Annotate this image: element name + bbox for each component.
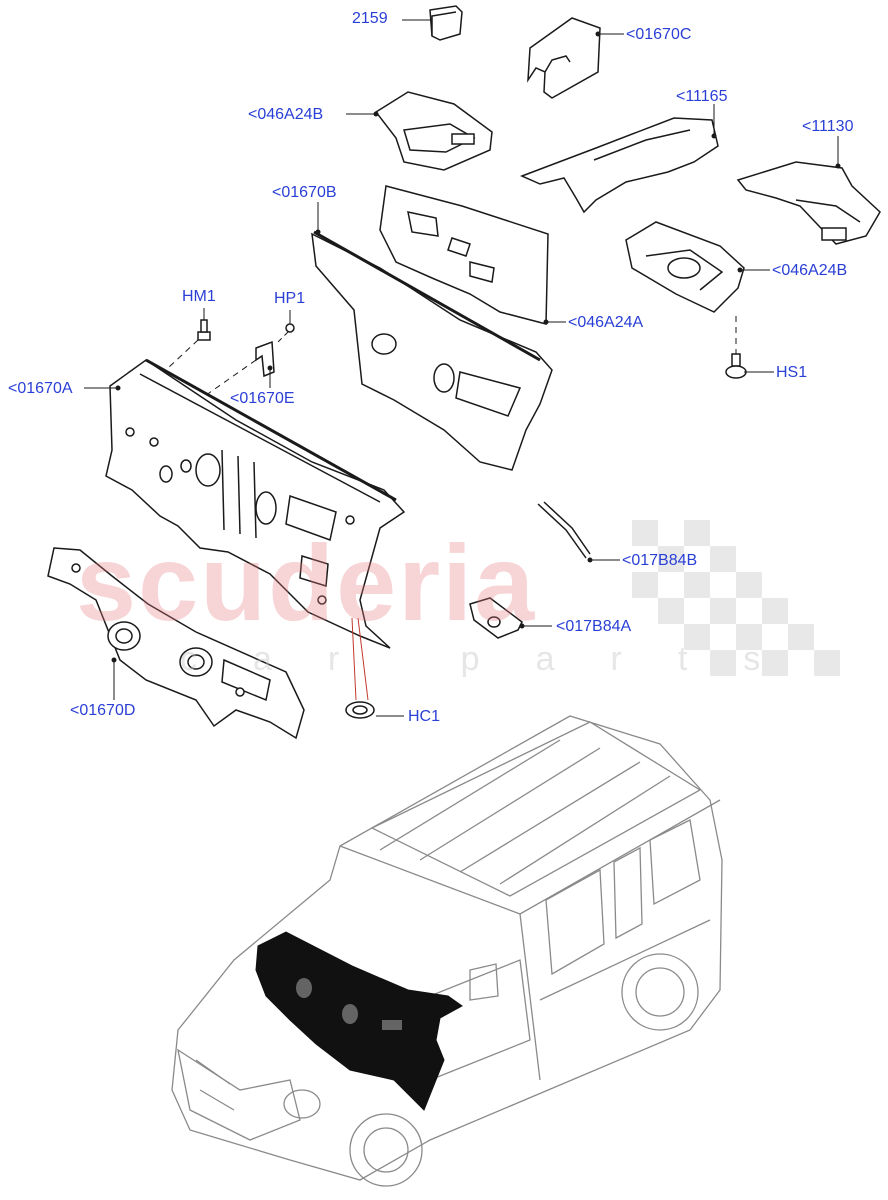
vehicle-illustration [171, 715, 723, 1187]
part-01670D-insulator[interactable] [47, 547, 305, 740]
part-2159-cap[interactable] [429, 5, 463, 41]
callout-HP1[interactable]: HP1 [274, 290, 306, 307]
part-017B84B-seal[interactable] [537, 501, 591, 559]
part-HC1-grommet[interactable] [345, 701, 375, 719]
callout-01670A[interactable]: <01670A [8, 380, 73, 397]
part-01670A-bulkhead[interactable] [105, 358, 406, 649]
part-01670C-insulator[interactable] [527, 17, 601, 99]
part-017B84A-bracket[interactable] [469, 597, 523, 639]
callout-01670E[interactable]: <01670E [230, 390, 295, 407]
part-01670B-dash-insulator[interactable] [311, 230, 553, 471]
watermark-brand: scuderia [76, 522, 537, 643]
callout-11165[interactable]: <11165 [676, 88, 728, 105]
callout-017B84B[interactable]: <017B84B [622, 552, 698, 569]
callout-2159[interactable]: 2159 [352, 10, 388, 27]
callout-HC1[interactable]: HC1 [408, 708, 441, 725]
callout-01670B[interactable]: <01670B [272, 184, 337, 201]
vehicle-highlighted-bulkhead [255, 931, 463, 1111]
part-046A24B-right-box[interactable] [625, 221, 745, 313]
callout-HS1[interactable]: HS1 [776, 364, 808, 381]
part-11130-bracket[interactable] [736, 161, 881, 245]
callout-11130[interactable]: <11130 [802, 118, 854, 135]
part-HP1-clip[interactable] [285, 323, 295, 333]
part-HM1-bolt[interactable] [197, 319, 211, 341]
watermark-checker-flag [632, 520, 840, 676]
callout-01670D[interactable]: <01670D [70, 702, 136, 719]
callout-046A24A[interactable]: <046A24A [568, 314, 644, 331]
callout-01670C[interactable]: <01670C [626, 26, 692, 43]
callout-046A24B-right[interactable]: <046A24B [772, 262, 848, 279]
callout-046A24B-top[interactable]: <046A24B [248, 106, 324, 123]
watermark-tagline: car parts [180, 640, 817, 678]
callout-017B84A[interactable]: <017B84A [556, 618, 632, 635]
part-046A24B-bracket[interactable] [374, 91, 493, 171]
part-046A24A-pad[interactable] [379, 185, 549, 325]
callout-HM1[interactable]: HM1 [182, 288, 216, 305]
part-HS1-fastener[interactable] [725, 353, 747, 379]
part-01670E-clip[interactable] [255, 340, 275, 378]
part-11165-shield[interactable] [520, 117, 719, 214]
